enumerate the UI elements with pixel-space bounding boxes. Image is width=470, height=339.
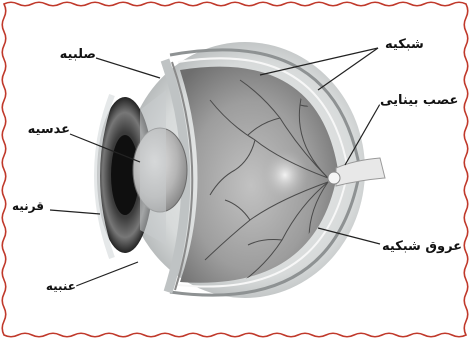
- ciliary-body: [140, 90, 166, 245]
- label-cornea: قرنیه: [12, 199, 44, 213]
- optic-disc: [328, 172, 340, 184]
- label-sclera: صلبیه: [60, 47, 96, 62]
- leader-sclera: [96, 58, 160, 78]
- label-lens: عدسیه: [28, 122, 70, 137]
- label-optic-nerve: عصب بینایی: [380, 93, 458, 108]
- label-retina: شبکیه: [385, 37, 424, 52]
- label-iris: عنبیه: [46, 279, 76, 293]
- label-retinal-vessels: عروق شبکیه: [382, 239, 462, 254]
- macula: [261, 149, 309, 201]
- leader-iris: [76, 262, 138, 286]
- leader-cornea: [50, 210, 100, 214]
